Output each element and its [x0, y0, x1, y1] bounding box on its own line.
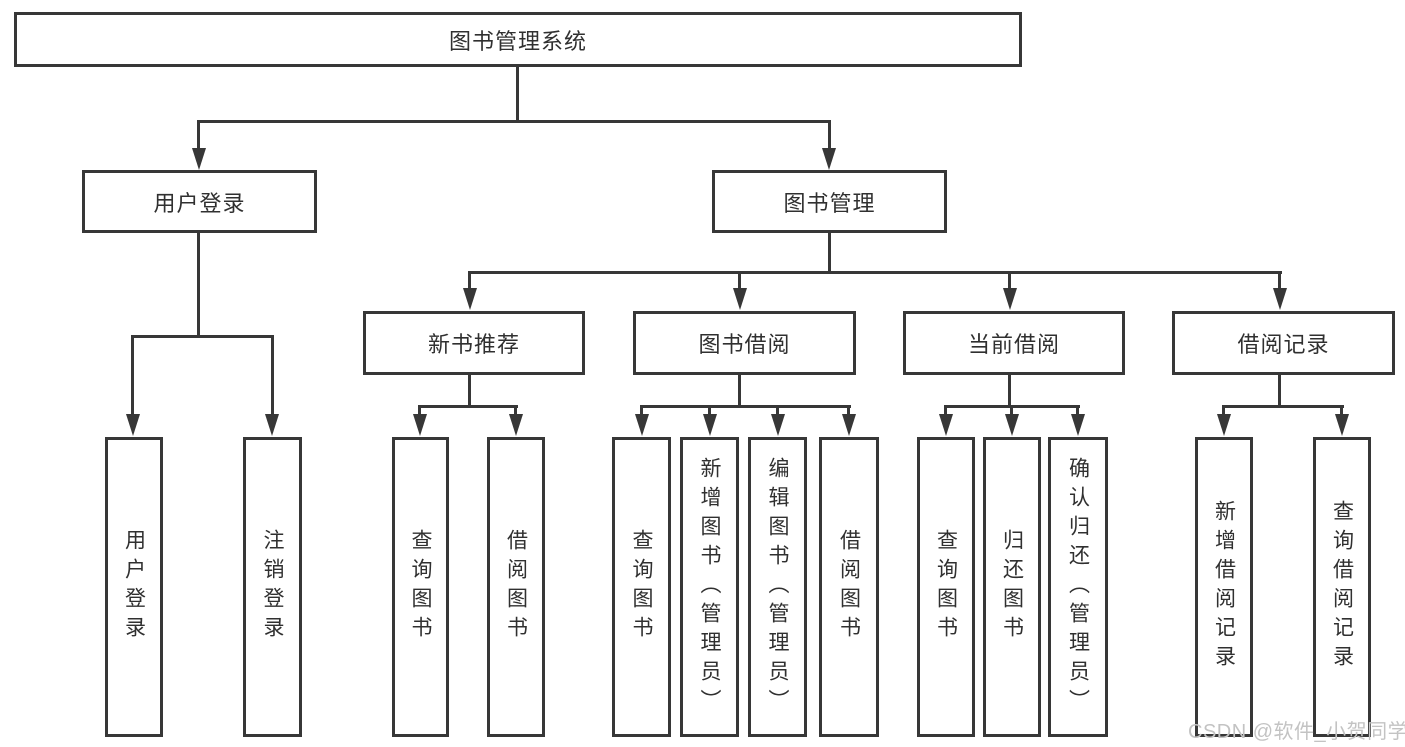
leaf-borrow-add-book: 新增图书（管理员）	[680, 437, 739, 737]
leaf-label: 新增借阅记录	[1212, 500, 1236, 674]
arrowhead-down	[1273, 288, 1287, 310]
leaf-record-query: 查询借阅记录	[1313, 437, 1371, 737]
arrowhead-down	[635, 414, 649, 436]
arrowhead-down	[1003, 288, 1017, 310]
arrowhead-down	[509, 414, 523, 436]
connector-userlogin-rail	[131, 335, 274, 338]
leaf-label: 查询图书	[934, 529, 958, 645]
node-user-login: 用户登录	[82, 170, 317, 233]
connector-stub	[514, 405, 517, 415]
connector-userlogin-drop	[197, 233, 200, 338]
leaf-current-return-book: 归还图书	[983, 437, 1041, 737]
connector-level2-rail	[468, 271, 1282, 274]
arrowhead-down	[733, 288, 747, 310]
connector-stub	[738, 271, 741, 289]
node-current-borrow: 当前借阅	[903, 311, 1125, 375]
leaf-recommend-query-book: 查询图书	[392, 437, 449, 737]
leaf-label: 编辑图书（管理员）	[766, 456, 789, 718]
arrowhead-down	[126, 414, 140, 436]
leaf-label: 归还图书	[1000, 529, 1024, 645]
connector-recommend-drop	[468, 375, 471, 408]
leaf-logout: 注销登录	[243, 437, 302, 737]
node-root: 图书管理系统	[14, 12, 1022, 67]
connector-bookborrow-rail	[640, 405, 851, 408]
connector-borrowrecord-drop	[1278, 375, 1281, 408]
leaf-label: 注销登录	[261, 529, 284, 645]
leaf-borrow-query-book: 查询图书	[612, 437, 671, 737]
arrowhead-down	[1335, 414, 1349, 436]
connector-stub	[468, 271, 471, 289]
leaf-record-add: 新增借阅记录	[1195, 437, 1253, 737]
leaf-label: 查询借阅记录	[1330, 500, 1354, 674]
leaf-label: 新增图书（管理员）	[698, 456, 721, 718]
leaf-current-confirm-return: 确认归还（管理员）	[1048, 437, 1108, 737]
arrowhead-down	[192, 148, 206, 170]
connector-stub	[418, 405, 421, 415]
leaf-current-query-book: 查询图书	[917, 437, 975, 737]
arrowhead-down	[703, 414, 717, 436]
arrowhead-down	[1071, 414, 1085, 436]
leaf-label: 查询图书	[409, 529, 432, 645]
arrowhead-down	[265, 414, 279, 436]
connector-level1-rail	[197, 120, 831, 123]
connector-stub	[776, 405, 779, 415]
connector-stub	[828, 120, 831, 150]
node-book-management: 图书管理	[712, 170, 947, 233]
arrowhead-down	[463, 288, 477, 310]
connector-stub	[1008, 271, 1011, 289]
connector-stub	[847, 405, 850, 415]
connector-stub	[271, 335, 274, 415]
connector-stub	[131, 335, 134, 415]
leaf-label: 借阅图书	[837, 529, 861, 645]
arrowhead-down	[939, 414, 953, 436]
connector-borrowrecord-rail	[1222, 405, 1344, 408]
connector-bookmgmt-drop	[828, 233, 831, 274]
connector-stub	[944, 405, 947, 415]
connector-bookborrow-drop	[738, 375, 741, 408]
connector-stub	[1222, 405, 1225, 415]
leaf-borrow-borrow-book: 借阅图书	[819, 437, 879, 737]
arrowhead-down	[413, 414, 427, 436]
csdn-watermark: CSDN @软件_小贺同学	[1188, 721, 1405, 743]
leaf-label: 查询图书	[630, 529, 653, 645]
connector-root-drop	[516, 67, 519, 122]
arrowhead-down	[1217, 414, 1231, 436]
connector-stub	[1278, 271, 1281, 289]
arrowhead-down	[771, 414, 785, 436]
connector-stub	[640, 405, 643, 415]
connector-stub	[708, 405, 711, 415]
connector-currentborrow-drop	[1008, 375, 1011, 408]
connector-stub	[1010, 405, 1013, 415]
connector-stub	[1340, 405, 1343, 415]
leaf-label: 用户登录	[122, 529, 146, 645]
connector-stub	[197, 120, 200, 150]
leaf-recommend-borrow-book: 借阅图书	[487, 437, 545, 737]
arrowhead-down	[1005, 414, 1019, 436]
arrowhead-down	[842, 414, 856, 436]
node-book-borrow: 图书借阅	[633, 311, 856, 375]
leaf-borrow-edit-book: 编辑图书（管理员）	[748, 437, 807, 737]
arrowhead-down	[822, 148, 836, 170]
leaf-user-login: 用户登录	[105, 437, 163, 737]
node-new-book-recommend: 新书推荐	[363, 311, 585, 375]
leaf-label: 借阅图书	[504, 529, 528, 645]
node-borrow-record: 借阅记录	[1172, 311, 1395, 375]
leaf-label: 确认归还（管理员）	[1066, 456, 1090, 718]
connector-stub	[1076, 405, 1079, 415]
connector-recommend-rail	[418, 405, 518, 408]
